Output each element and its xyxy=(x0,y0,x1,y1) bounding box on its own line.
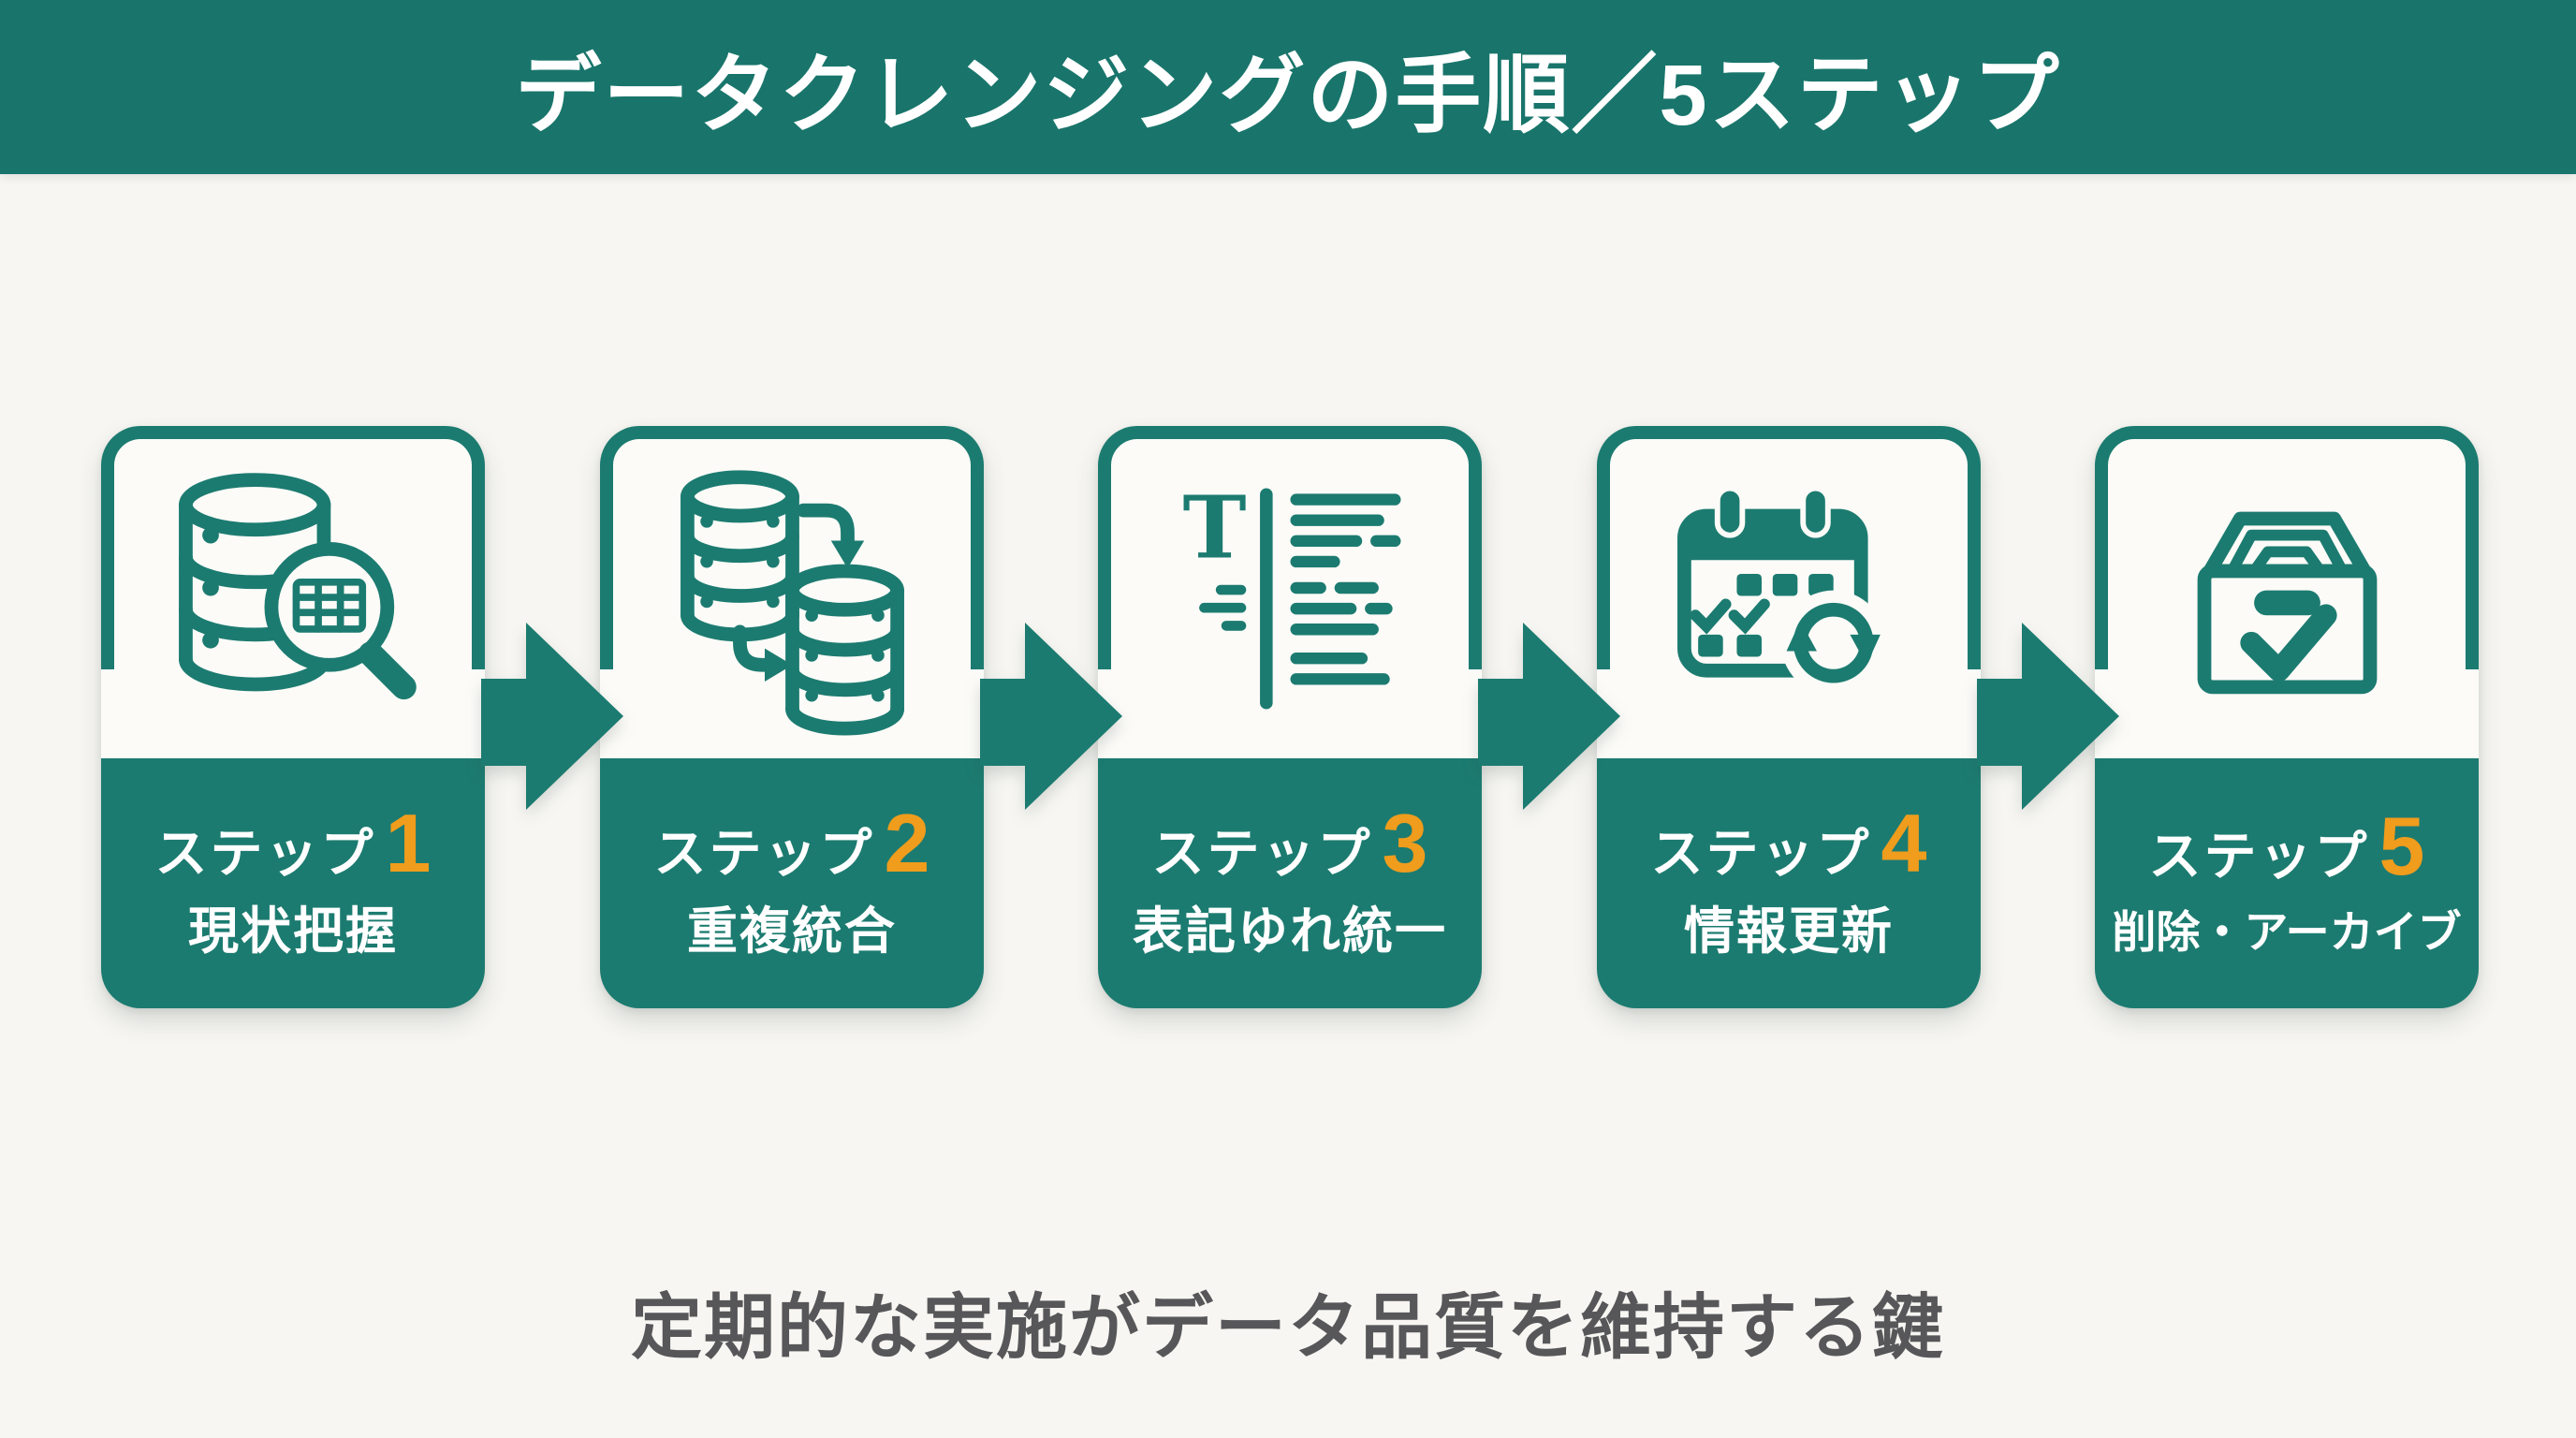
step-number: 1 xyxy=(385,796,432,889)
step-number: 4 xyxy=(1881,796,1927,889)
step-number: 5 xyxy=(2378,800,2425,893)
step-name: 現状把握 xyxy=(188,903,398,961)
card-icon-panel xyxy=(1111,439,1469,669)
svg-text:T: T xyxy=(1182,477,1246,578)
step-name: 情報更新 xyxy=(1684,903,1894,961)
step-word: ステップ xyxy=(154,823,376,883)
step-name: 重複統合 xyxy=(687,903,897,961)
page-title: データクレンジングの手順／5ステップ xyxy=(515,47,2061,143)
flow-arrow-icon xyxy=(980,623,1122,810)
flow-arrow-icon xyxy=(1977,623,2119,810)
flow-arrow-icon xyxy=(1478,623,1620,810)
step-number: 3 xyxy=(1382,796,1428,889)
step-word: ステップ xyxy=(653,823,875,883)
step-word: ステップ xyxy=(1650,823,1872,883)
database-search-icon xyxy=(178,473,417,700)
card-connector-notch xyxy=(1098,669,1482,758)
database-merge-icon xyxy=(680,470,904,736)
footer-note: 定期的な実施がデータ品質を維持する鍵 xyxy=(631,1288,1945,1368)
step-number: 2 xyxy=(884,796,930,889)
step-name: 削除・アーカイブ xyxy=(2112,906,2462,957)
step-name: 表記ゆれ統一 xyxy=(1133,903,1447,961)
step-word: ステップ xyxy=(2148,827,2370,887)
archive-box-icon xyxy=(2197,511,2377,695)
card-connector-notch xyxy=(1597,669,1981,758)
step-word: ステップ xyxy=(1151,823,1373,883)
header-banner: データクレンジングの手順／5ステップ xyxy=(0,0,2576,174)
flow-arrow-icon xyxy=(481,623,623,810)
text-normalization-icon: T xyxy=(1182,477,1400,710)
calendar-refresh-icon xyxy=(1676,485,1886,696)
